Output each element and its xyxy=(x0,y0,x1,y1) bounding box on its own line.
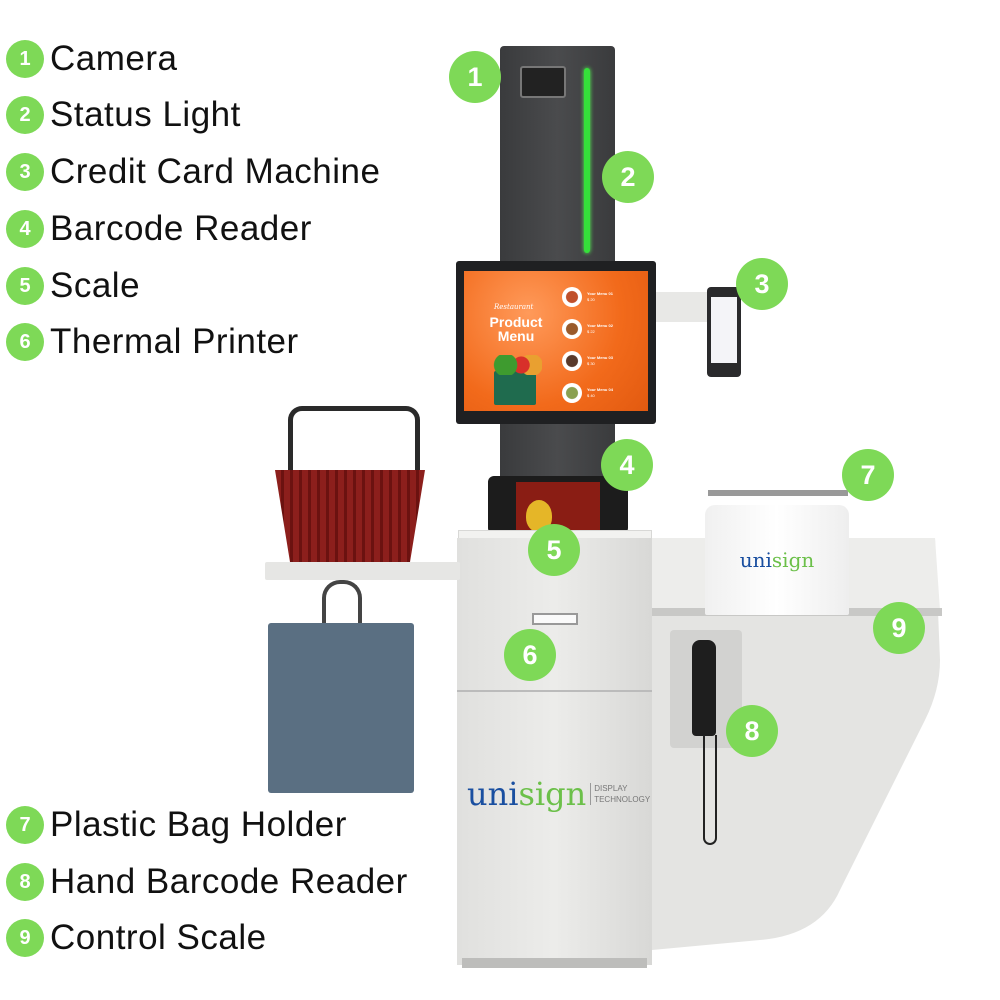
number-badge: 2 xyxy=(6,96,44,134)
callout-scale: 5 xyxy=(528,524,580,576)
credit-card-machine xyxy=(707,287,741,377)
bag-hook xyxy=(322,580,362,625)
legend-label: Credit Card Machine xyxy=(50,152,381,191)
cabinet-base xyxy=(462,958,647,968)
legend-label: Hand Barcode Reader xyxy=(50,862,408,901)
callout-hand-barcode-reader: 8 xyxy=(726,705,778,757)
cabinet-divider xyxy=(457,690,652,692)
reusable-bag xyxy=(268,623,414,793)
status-light xyxy=(584,68,590,253)
logo-tag-technology: Technology xyxy=(594,795,651,804)
camera xyxy=(520,66,566,98)
bag-logo-uni: uni xyxy=(739,548,772,572)
number-badge: 3 xyxy=(6,153,44,191)
legend-label: Plastic Bag Holder xyxy=(50,805,347,844)
callout-thermal-printer: 6 xyxy=(504,629,556,681)
menu-item: Your Menu 02$ 22 xyxy=(562,313,642,345)
hand-barcode-reader xyxy=(692,640,716,736)
number-badge: 8 xyxy=(6,863,44,901)
card-machine-arm xyxy=(656,292,708,322)
shopping-basket xyxy=(275,470,425,562)
logo-tag-display: Display xyxy=(594,784,628,793)
basket-shelf xyxy=(265,562,460,580)
menu-item: Your Menu 03$ 30 xyxy=(562,345,642,377)
callout-control-scale: 9 xyxy=(873,602,925,654)
callout-camera: 1 xyxy=(449,51,501,103)
screen-script: Restaurant xyxy=(494,303,534,311)
menu-list: Your Menu 01$ 20 Your Menu 02$ 22 Your M… xyxy=(562,281,642,409)
logo-sign: sign xyxy=(518,775,587,813)
thermal-printer-slot xyxy=(532,613,578,625)
basket-handle xyxy=(288,406,420,476)
menu-item-name: Your Menu 02 xyxy=(587,323,613,328)
callout-bag-holder: 7 xyxy=(842,449,894,501)
legend-label: Status Light xyxy=(50,95,241,134)
legend-label: Control Scale xyxy=(50,918,267,957)
legend-label: Thermal Printer xyxy=(50,322,299,361)
kiosk-cabinet xyxy=(457,538,652,965)
menu-item-name: Your Menu 04 xyxy=(587,387,613,392)
menu-item: Your Menu 04$ 40 xyxy=(562,377,642,409)
menu-item-price: $ 22 xyxy=(587,329,595,334)
scanner-cable xyxy=(703,735,717,845)
number-badge: 4 xyxy=(6,210,44,248)
screen-title-line2: Menu xyxy=(497,328,535,344)
number-badge: 5 xyxy=(6,267,44,305)
bag-logo-sign: sign xyxy=(771,548,815,572)
callout-barcode-reader: 4 xyxy=(601,439,653,491)
number-badge: 9 xyxy=(6,919,44,957)
menu-item: Your Menu 01$ 20 xyxy=(562,281,642,313)
bag-holder-bar xyxy=(708,490,848,496)
legend-label: Camera xyxy=(50,39,178,78)
number-badge: 7 xyxy=(6,806,44,844)
vegetables xyxy=(490,355,542,375)
number-badge: 1 xyxy=(6,40,44,78)
legend-label: Scale xyxy=(50,266,141,305)
menu-item-name: Your Menu 03 xyxy=(587,355,613,360)
grocery-bag xyxy=(494,371,536,405)
menu-item-price: $ 20 xyxy=(587,297,595,302)
callout-credit-card: 3 xyxy=(736,258,788,310)
logo-uni: uni xyxy=(467,775,519,813)
menu-item-price: $ 40 xyxy=(587,393,595,398)
menu-item-name: Your Menu 01 xyxy=(587,291,613,296)
legend-label: Barcode Reader xyxy=(50,209,312,248)
menu-item-price: $ 30 xyxy=(587,361,595,366)
number-badge: 6 xyxy=(6,323,44,361)
callout-status-light: 2 xyxy=(602,151,654,203)
screen-title-line1: Product xyxy=(489,314,543,330)
